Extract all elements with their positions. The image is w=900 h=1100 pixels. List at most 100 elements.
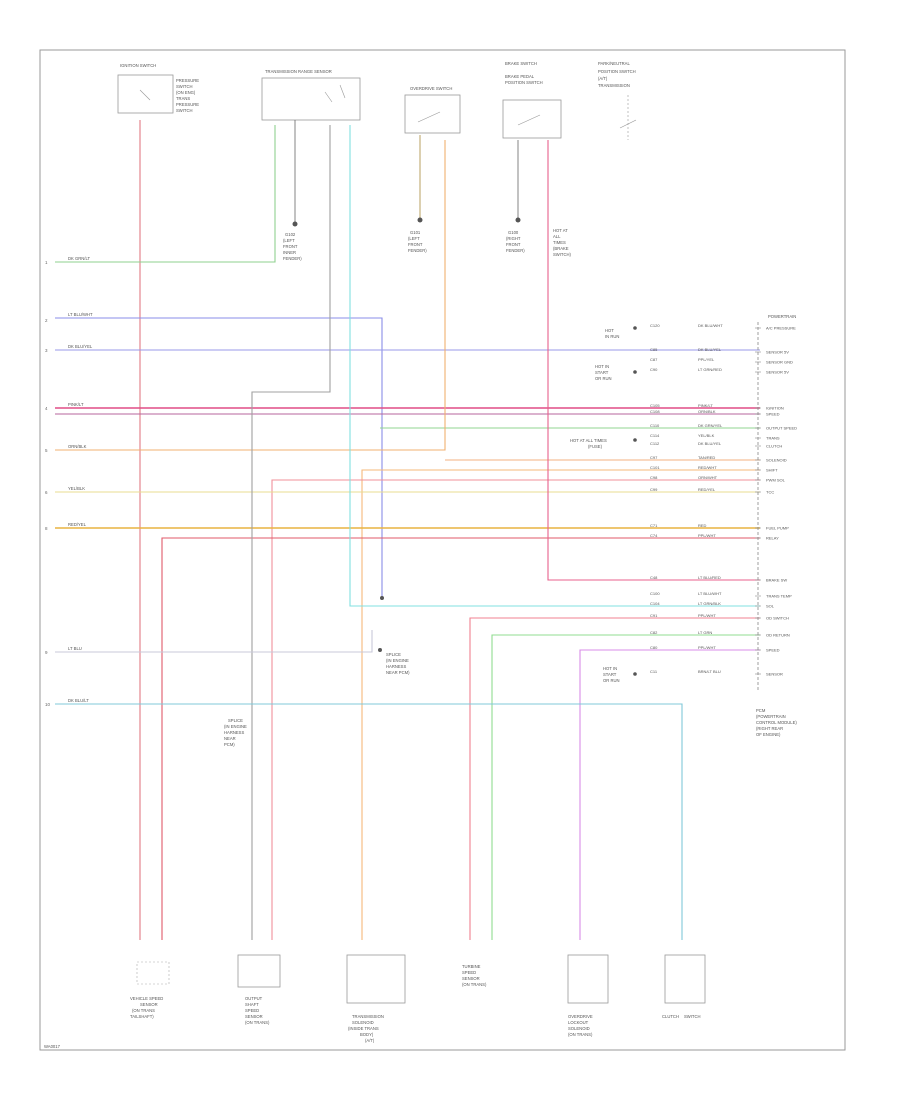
left-wire-num: 8 bbox=[45, 526, 48, 531]
left-wire-num: 3 bbox=[45, 348, 48, 353]
splice-note-g4: HOT AT ALL TIMES (BRAKE SWITCH) bbox=[553, 228, 572, 257]
splice-right-2: (IN ENGINE bbox=[386, 658, 409, 663]
g1-line-3: FRONT bbox=[283, 244, 298, 249]
pcm-pin-function: IGNITION bbox=[766, 406, 784, 411]
pcm-pin-number: C71 bbox=[650, 523, 658, 528]
pcm-pin-function: SENSOR GND bbox=[766, 360, 793, 365]
b5-title-4: (ON TRANS) bbox=[568, 1032, 593, 1037]
pcm-pin-function: SPEED bbox=[766, 648, 780, 653]
pcm-pin-function: SOL bbox=[766, 604, 775, 609]
pcm-note-3b: (FUSE) bbox=[588, 444, 603, 449]
g3-line-1: G100 bbox=[508, 230, 519, 235]
left-wire-label: DK GRN/LT bbox=[68, 256, 90, 261]
b2-title-3: SPEED bbox=[245, 1008, 259, 1013]
pcm-pin-number: C85 bbox=[650, 347, 658, 352]
wire-lt-blu-wht bbox=[55, 317, 383, 598]
component-turbine-speed-sensor: TURBINE SPEED SENSOR (ON TRANS) bbox=[462, 964, 487, 987]
wire-ppl-od bbox=[579, 649, 760, 940]
splice-right-4: NEAR PCM) bbox=[386, 670, 410, 675]
comp4-line-1: BRAKE PEDAL bbox=[505, 74, 535, 79]
b2-title-1: OUTPUT bbox=[245, 996, 263, 1001]
component-brake-switch: BRAKE SWITCH BRAKE PEDAL POSITION SWITCH bbox=[502, 61, 562, 139]
splice-left-2: (IN ENGINE bbox=[224, 724, 247, 729]
splice-right-3: HARNESS bbox=[386, 664, 406, 669]
g2-line-3: FRONT bbox=[408, 242, 423, 247]
left-wire-label: DK BLU/LT bbox=[68, 698, 89, 703]
b2-title-2: SHAFT bbox=[245, 1002, 259, 1007]
ground-g1: G102 (LEFT FRONT INNER FENDER) bbox=[283, 120, 302, 261]
g1-line-2: (LEFT bbox=[283, 238, 295, 243]
pcm-pin-number: C87 bbox=[650, 357, 658, 362]
left-wire-label: PINK/LT bbox=[68, 402, 84, 407]
g2-line-2: (LEFT bbox=[408, 236, 420, 241]
splice-left-1: SPLICE bbox=[228, 718, 243, 723]
b6-title-1: CLUTCH bbox=[662, 1014, 679, 1019]
component-park-neutral-switch: PARK/NEUTRAL POSITION SWITCH (A/T) TRANS… bbox=[598, 61, 637, 140]
pcm-pin-wire-color: PPL/YEL bbox=[698, 357, 715, 362]
left-wire-num: 1 bbox=[45, 260, 48, 265]
pcm-title-3: CONTROL MODULE) bbox=[756, 720, 797, 725]
pcm-pin-row: C85 DK BLU/YEL SENSOR 5V bbox=[650, 347, 789, 355]
left-wire-num: 5 bbox=[45, 448, 48, 453]
b1-title-3: (ON TRANS bbox=[132, 1008, 155, 1013]
pcm-pin-function: SENSOR bbox=[766, 672, 783, 677]
pcm-pin-number: C11 bbox=[650, 669, 658, 674]
b3-title-2: SOLENOID bbox=[352, 1020, 374, 1025]
pcm-pin-number: C80 bbox=[650, 645, 658, 650]
b3-title-1: TRANSMISSION bbox=[352, 1014, 384, 1019]
left-wire-num: 9 bbox=[45, 650, 48, 655]
b1-title-4: TAILSHAFT) bbox=[130, 1014, 154, 1019]
pcm-pin-function: OD RETURN bbox=[766, 633, 790, 638]
pcm-pin-function: SENSOR 5V bbox=[766, 370, 789, 375]
b4-title-2: SPEED bbox=[462, 970, 476, 975]
pcm-note-2b: START bbox=[595, 370, 609, 375]
pcm-pin-wire-color: ORN/WHT bbox=[698, 475, 718, 480]
b5-title-1: OVERDRIVE bbox=[568, 1014, 593, 1019]
pcm-pin-number: C98 bbox=[650, 475, 658, 480]
pcm-pin-wire-color: DK BLU/YEL bbox=[698, 347, 722, 352]
pcm-note-1b: IN RUN bbox=[605, 334, 619, 339]
g3-line-4: FENDER) bbox=[506, 248, 525, 253]
pcm-pin-number: C90 bbox=[650, 367, 658, 372]
comp5-title: PARK/NEUTRAL bbox=[598, 61, 630, 66]
pcm-pin-wire-color: TAN/RED bbox=[698, 455, 715, 460]
pcm-pin-function: SHIFT bbox=[766, 468, 778, 473]
g1-line-4: INNER bbox=[283, 250, 296, 255]
splice-left-4: NEAR bbox=[224, 736, 236, 741]
pcm-pin-number: C104 bbox=[650, 601, 660, 606]
wire-lt-blu bbox=[55, 630, 373, 653]
pcm-pin-number: C120 bbox=[650, 323, 660, 328]
wire-layer bbox=[55, 120, 760, 940]
splice-note-right: SPLICE (IN ENGINE HARNESS NEAR PCM) bbox=[378, 596, 410, 675]
g2-line-4: FENDER) bbox=[408, 248, 427, 253]
pcm-left-notes: HOT IN RUN HOT IN START OR RUN HOT AT AL… bbox=[570, 326, 637, 683]
component-transmission-range-sensor: TRANSMISSION RANGE SENSOR bbox=[261, 69, 361, 121]
left-wire-num: 4 bbox=[45, 406, 48, 411]
splice-note-left: SPLICE (IN ENGINE HARNESS NEAR PCM) bbox=[224, 718, 247, 747]
pcm-pin-number: C105 bbox=[650, 403, 660, 408]
g3-line-3: FRONT bbox=[506, 242, 521, 247]
wire-pink-brake bbox=[547, 140, 760, 581]
pcm-pin-wire-color: PPL/WHT bbox=[698, 613, 716, 618]
pcm-pin-function: SENSOR 5V bbox=[766, 350, 789, 355]
g2-line-1: G101 bbox=[410, 230, 421, 235]
pcm-note-4a: HOT IN bbox=[603, 666, 617, 671]
left-wire-label: DK BLU/YEL bbox=[68, 344, 93, 349]
wire-orn-trans bbox=[361, 469, 760, 940]
pcm-title-2: (POWERTRAIN bbox=[756, 714, 786, 719]
comp2-title: TRANSMISSION RANGE SENSOR bbox=[265, 69, 332, 74]
pcm-pin-wire-color: LT GRN bbox=[698, 630, 712, 635]
g4-line-5: SWITCH) bbox=[553, 252, 572, 257]
pcm-pin-number: C108 bbox=[650, 409, 660, 414]
splice-left-3: HARNESS bbox=[224, 730, 244, 735]
pcm-pin-wire-color: RED bbox=[698, 523, 707, 528]
left-wire-label: ORN/BLK bbox=[68, 444, 87, 449]
